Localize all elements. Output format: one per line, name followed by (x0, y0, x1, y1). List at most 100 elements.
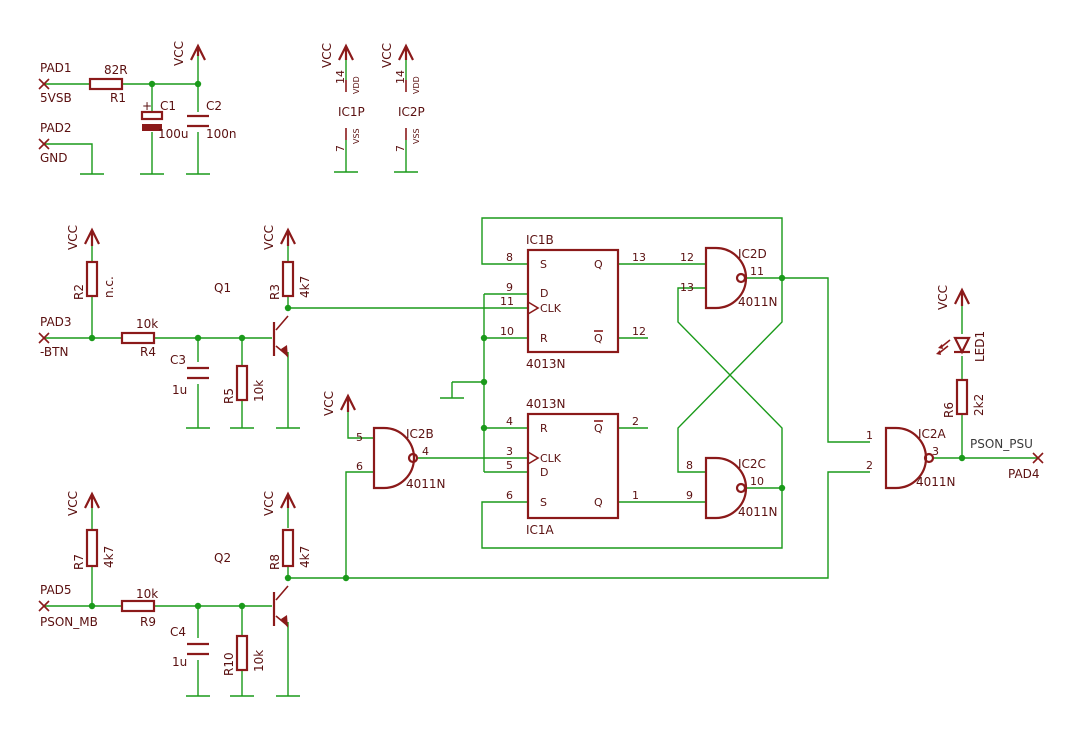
net-btn-label: -BTN (40, 345, 68, 359)
ic2d-part: 4011N (738, 295, 778, 309)
ic2d-pin-in2: 13 (680, 281, 694, 294)
pad5-label: PAD5 (40, 583, 72, 597)
ic2a-pin-in2: 2 (866, 459, 873, 472)
ic2b-pin-in2: 6 (356, 460, 363, 473)
ic1a-part: 4013N (526, 397, 566, 411)
pin-7-label: 7 (334, 145, 347, 152)
flipflop-ic1b (526, 248, 620, 354)
ic1a-pin-r: 4 (506, 415, 513, 428)
r9-name: R9 (140, 615, 156, 629)
pin-14-label: 14 (334, 70, 347, 84)
r4-body (120, 331, 156, 345)
vcc-label: VCC (262, 491, 276, 516)
pad3-label: PAD3 (40, 315, 72, 329)
ic1a-clk-input: CLK (540, 452, 562, 465)
transistor-q1 (272, 315, 289, 358)
ic2b-pin-out: 4 (422, 445, 429, 458)
r2-body (85, 260, 99, 298)
ic2b-name: IC2B (406, 427, 434, 441)
r6-body (955, 378, 969, 416)
ic2a-pin-out: 3 (932, 445, 939, 458)
c2-name: C2 (206, 99, 222, 113)
vdd-label: VDD (412, 76, 421, 94)
vcc-label: VCC (262, 225, 276, 250)
vcc-label: VCC (66, 491, 80, 516)
r7-name: R7 (72, 554, 86, 570)
ic2d-pin-in1: 12 (680, 251, 694, 264)
ic1b-clk-input: CLK (540, 302, 562, 315)
ic2b-pin-in1: 5 (356, 431, 363, 444)
r3-value: 4k7 (298, 276, 312, 298)
vcc-label: VCC (380, 43, 394, 68)
ic1b-qbar-output: Q (594, 332, 603, 345)
r6-value: 2k2 (972, 394, 986, 416)
c1-plate-bottom (142, 124, 162, 131)
ic2b-part: 4011N (406, 477, 446, 491)
q1-label: Q1 (214, 281, 231, 295)
ic-power-pins (345, 80, 407, 140)
r4-value: 10k (136, 317, 158, 331)
c1-plate-top (140, 110, 164, 121)
r4-name: R4 (140, 345, 156, 359)
nand-gate-ic2a (884, 426, 935, 490)
ic1a-r-input: R (540, 422, 548, 435)
c1-value: 100u (158, 127, 189, 141)
r7-body (85, 528, 99, 568)
vcc-label: VCC (320, 43, 334, 68)
ic2c-name: IC2C (738, 457, 766, 471)
led1-label: LED1 (973, 331, 987, 362)
r7-value: 4k7 (102, 546, 116, 568)
ic1a-name: IC1A (526, 523, 555, 537)
ic1b-q-output: Q (594, 258, 603, 271)
ic1a-d-input: D (540, 466, 548, 479)
pad4-label: PAD4 (1008, 467, 1040, 481)
ic1b-s-input: S (540, 258, 547, 271)
transistor-q2 (272, 585, 289, 628)
ic1b-name: IC1B (526, 233, 554, 247)
pad1-label: PAD1 (40, 61, 72, 75)
vdd-label: VDD (352, 76, 361, 94)
ic2a-part: 4011N (916, 475, 956, 489)
ic2a-name: IC2A (918, 427, 947, 441)
vcc-symbols (84, 43, 970, 509)
r3-name: R3 (268, 284, 282, 300)
ic1a-pin-s: 6 (506, 489, 513, 502)
nand-gate-ic2c (704, 456, 748, 520)
r8-name: R8 (268, 554, 282, 570)
net-5vsb-label: 5VSB (40, 91, 72, 105)
c4-value: 1u (172, 655, 187, 669)
ic2c-part: 4011N (738, 505, 778, 519)
ic1a-pin-d: 5 (506, 459, 513, 472)
pin-7-label: 7 (394, 145, 407, 152)
ic2d-pin-out: 11 (750, 265, 764, 278)
ic1a-s-input: S (540, 496, 547, 509)
vcc-label: VCC (936, 285, 950, 310)
c3-value: 1u (172, 383, 187, 397)
ic1b-pin-s: 8 (506, 251, 513, 264)
ic1b-part: 4013N (526, 357, 566, 371)
r2-value: n.c. (102, 276, 116, 298)
r10-body (235, 634, 249, 672)
c1-plus-sign: + (142, 99, 152, 113)
c3-plates (187, 366, 209, 380)
vcc-label: VCC (66, 225, 80, 250)
r9-body (120, 599, 156, 613)
c2-value: 100n (206, 127, 237, 141)
net-pson-mb-label: PSON_MB (40, 615, 98, 629)
pad-markers (38, 78, 1044, 612)
c4-name: C4 (170, 625, 186, 639)
r8-body (281, 528, 295, 568)
c3-name: C3 (170, 353, 186, 367)
r1-name: R1 (110, 91, 126, 105)
wires (44, 56, 1038, 697)
q2-label: Q2 (214, 551, 231, 565)
r6-name: R6 (942, 402, 956, 418)
ic2p-label: IC2P (398, 105, 425, 119)
r10-name: R10 (222, 652, 236, 676)
r3-body (281, 260, 295, 298)
ic1b-pin-q: 13 (632, 251, 646, 264)
ic1a-pin-q: 1 (632, 489, 639, 502)
led1 (936, 336, 971, 355)
ic1a-pin-clk: 3 (506, 445, 513, 458)
